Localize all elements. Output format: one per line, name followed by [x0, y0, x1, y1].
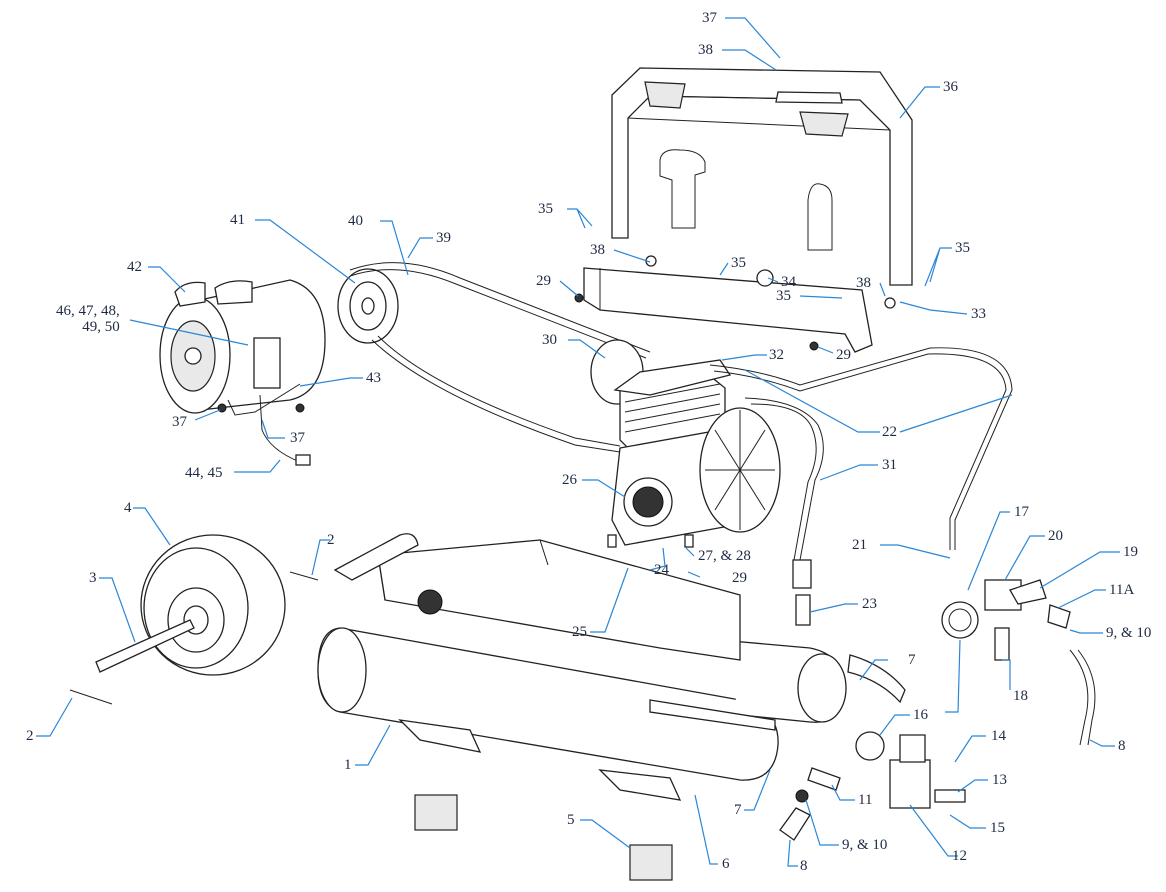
- callout-26: 26: [562, 472, 577, 488]
- manifold-assembly: [779, 579, 1096, 841]
- callout-29: 29: [536, 273, 551, 289]
- callout-39: 39: [436, 230, 451, 246]
- callout-31: 31: [882, 457, 897, 473]
- leader-lines: [36, 17, 1120, 867]
- callout-41: 41: [230, 212, 245, 228]
- callout-11: 11: [858, 792, 873, 808]
- callout-38: 38: [698, 42, 713, 58]
- callout-24: 24: [654, 562, 669, 578]
- callout-35: 35: [538, 201, 553, 217]
- callout-35: 35: [955, 240, 970, 256]
- callout-35: 35: [776, 288, 791, 304]
- callout-12: 12: [952, 848, 967, 864]
- callout-6: 6: [722, 856, 730, 872]
- callout-27-28: 27, & 28: [698, 548, 751, 564]
- callout-9-10: 9, & 10: [842, 837, 888, 853]
- callout-36: 36: [943, 79, 958, 95]
- callout-38: 38: [590, 242, 605, 258]
- callout-13: 13: [992, 772, 1007, 788]
- callout-44-45: 44, 45: [185, 465, 223, 481]
- callout-20: 20: [1048, 528, 1063, 544]
- callout-37: 37: [702, 10, 717, 26]
- callout-7: 7: [734, 802, 742, 818]
- callout-33: 33: [971, 306, 986, 322]
- callout-21: 21: [852, 537, 867, 553]
- callout-42: 42: [127, 259, 142, 275]
- callout-34: 34: [781, 274, 796, 290]
- callout-37: 37: [172, 414, 187, 430]
- callout-29: 29: [836, 347, 851, 363]
- callout-46-50: 46, 47, 48, 49, 50: [56, 303, 120, 335]
- callout-2: 2: [26, 728, 34, 744]
- wheel-assembly: [69, 534, 319, 705]
- callout-8: 8: [1118, 738, 1126, 754]
- callout-25: 25: [572, 624, 587, 640]
- callout-3: 3: [89, 570, 97, 586]
- callout-8: 8: [800, 858, 808, 874]
- mounting-bracket: [574, 255, 896, 353]
- callout-9-10: 9, & 10: [1106, 625, 1152, 641]
- callout-30: 30: [542, 332, 557, 348]
- air-tank: [317, 533, 906, 881]
- callout-22: 22: [882, 424, 897, 440]
- callout-18: 18: [1013, 688, 1028, 704]
- tubing: [709, 347, 1013, 626]
- callout-43: 43: [366, 370, 381, 386]
- callout-4: 4: [124, 500, 132, 516]
- callout-7: 7: [908, 652, 916, 668]
- pulley-and-belt: [337, 262, 651, 453]
- callout-14: 14: [991, 728, 1006, 744]
- callout-40: 40: [348, 213, 363, 229]
- callout-37: 37: [290, 430, 305, 446]
- callout-2: 2: [327, 532, 335, 548]
- callout-17: 17: [1014, 504, 1029, 520]
- callout-16: 16: [913, 707, 928, 723]
- compressor-pump: [590, 339, 781, 548]
- callout-35: 35: [731, 255, 746, 271]
- callout-23: 23: [862, 596, 877, 612]
- callout-5: 5: [567, 812, 575, 828]
- callout-1: 1: [344, 757, 352, 773]
- belt-guard: [611, 67, 913, 286]
- callout-11A: 11A: [1109, 582, 1135, 598]
- callout-38: 38: [856, 275, 871, 291]
- motor: [159, 279, 326, 466]
- callout-19: 19: [1123, 544, 1138, 560]
- callout-29: 29: [732, 570, 747, 586]
- callout-32: 32: [769, 347, 784, 363]
- callout-15: 15: [990, 820, 1005, 836]
